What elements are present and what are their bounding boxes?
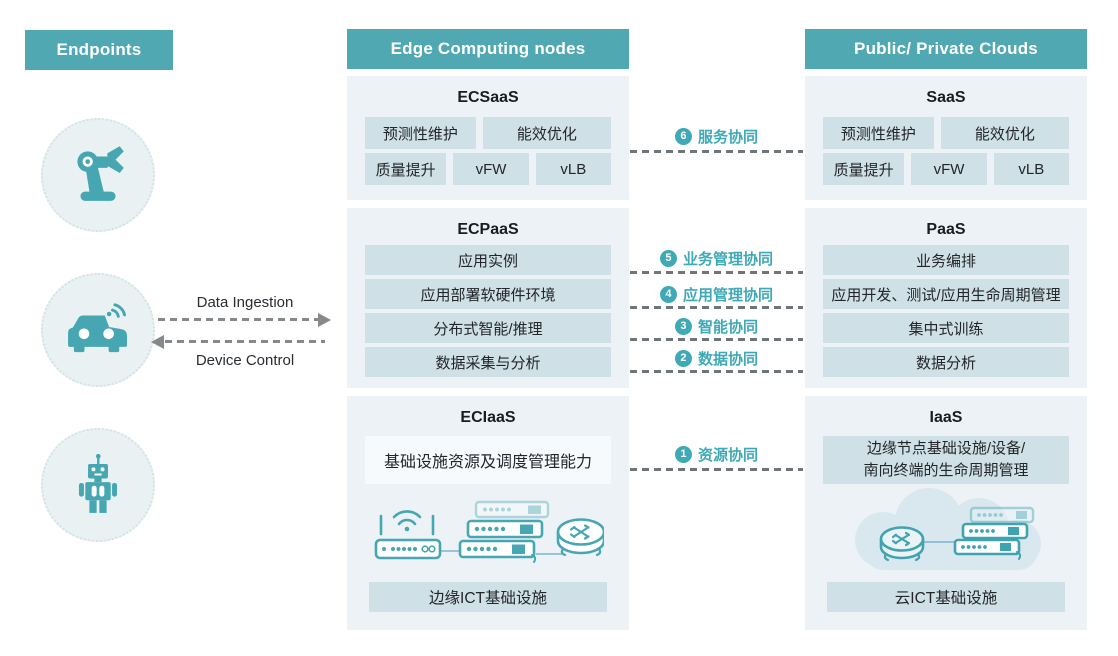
ecpaas-title: ECPaaS <box>457 221 519 238</box>
collab-dashed-line <box>630 338 803 341</box>
number-badge: 2 <box>674 349 692 367</box>
number-badge: 6 <box>674 127 692 145</box>
wifi-router-icon <box>374 510 442 560</box>
device-control-label: Device Control <box>195 352 295 369</box>
chip: 质量提升 <box>823 153 905 185</box>
iaas-capability-line2: 南向终端的生命周期管理 <box>863 462 1029 479</box>
column-header-edge-computing-nodes: Edge Computing nodes <box>347 29 629 69</box>
number-badge: 1 <box>674 445 692 463</box>
eciaas-title: ECIaaS <box>460 409 516 426</box>
collab-label: 数据协同 <box>697 350 758 368</box>
collab-data: 2 数据协同 <box>630 348 803 368</box>
paas-rows: 业务编排 应用开发、测试/应用生命周期管理 集中式训练 数据分析 <box>823 245 1069 381</box>
collab-dashed-line <box>630 150 803 153</box>
robot-arm-icon <box>65 140 131 211</box>
column-header-endpoints: Endpoints <box>25 30 173 70</box>
column-header-public-private-clouds: Public/ Private Clouds <box>805 29 1087 69</box>
collab-dashed-line <box>630 306 803 309</box>
collab-label: 智能协同 <box>697 318 758 336</box>
data-ingestion-arrow-line <box>158 318 318 321</box>
switch-stack-icon <box>953 506 1035 560</box>
ecsaas-chip-row-2: 质量提升 vFW vLB <box>365 153 611 185</box>
collab-service: 6 服务协同 <box>630 126 803 146</box>
saas-chip-row-2: 质量提升 vFW vLB <box>823 153 1069 185</box>
number-badge: 4 <box>659 285 677 303</box>
collab-business-mgmt: 5 业务管理协同 <box>630 248 803 268</box>
chip: 质量提升 <box>365 153 447 185</box>
eciaas-infra-label: 边缘ICT基础设施 <box>369 582 607 612</box>
collab-dashed-line <box>630 370 803 373</box>
iaas-capability-line1: 边缘节点基础设施/设备/ <box>866 440 1026 458</box>
layer-row: 集中式训练 <box>823 313 1069 343</box>
collab-dashed-line <box>630 468 803 471</box>
saas-title: SaaS <box>926 89 966 106</box>
paas-title: PaaS <box>926 221 966 238</box>
collab-label: 业务管理协同 <box>682 250 773 268</box>
arrow-left-icon <box>151 334 164 349</box>
section-ecpaas: ECPaaS 应用实例 应用部署软硬件环境 分布式智能/推理 数据采集与分析 <box>347 208 629 388</box>
chip: vFW <box>911 153 987 185</box>
chip: 预测性维护 <box>823 117 934 149</box>
chip: 预测性维护 <box>365 117 476 149</box>
cloud-network-art <box>831 484 1061 583</box>
collab-label: 资源协同 <box>697 446 758 464</box>
switch-stack-icon <box>458 500 550 563</box>
layer-row: 业务编排 <box>823 245 1069 275</box>
iaas-capability-box: 边缘节点基础设施/设备/ 南向终端的生命周期管理 <box>823 436 1069 484</box>
connected-car-icon <box>63 300 133 361</box>
arrow-right-icon <box>318 312 331 327</box>
collab-resource: 1 资源协同 <box>630 444 803 464</box>
data-ingestion-label: Data Ingestion <box>196 294 294 311</box>
chip: vLB <box>535 153 611 185</box>
iaas-infra-label: 云ICT基础设施 <box>827 582 1065 612</box>
collab-dashed-line <box>630 271 803 274</box>
router-icon <box>556 518 606 557</box>
chip: vLB <box>993 153 1069 185</box>
ecpaas-rows: 应用实例 应用部署软硬件环境 分布式智能/推理 数据采集与分析 <box>365 245 611 381</box>
section-ecsaas: ECSaaS 预测性维护 能效优化 质量提升 vFW vLB <box>347 76 629 200</box>
collab-label: 服务协同 <box>697 128 758 146</box>
endpoint-robot <box>41 428 155 542</box>
collab-app-mgmt: 4 应用管理协同 <box>630 284 803 304</box>
ecsaas-title: ECSaaS <box>457 89 519 106</box>
saas-chip-row-1: 预测性维护 能效优化 <box>823 117 1069 149</box>
chip: 能效优化 <box>482 117 611 149</box>
ecsaas-chip-row-1: 预测性维护 能效优化 <box>365 117 611 149</box>
section-saas: SaaS 预测性维护 能效优化 质量提升 vFW vLB <box>805 76 1087 200</box>
section-eciaas: ECIaaS 基础设施资源及调度管理能力 <box>347 396 629 630</box>
section-paas: PaaS 业务编排 应用开发、测试/应用生命周期管理 集中式训练 数据分析 <box>805 208 1087 388</box>
chip: vFW <box>453 153 529 185</box>
device-control-arrow-line <box>165 340 325 343</box>
section-iaas: IaaS 边缘节点基础设施/设备/ 南向终端的生命周期管理 <box>805 396 1087 630</box>
layer-row: 应用开发、测试/应用生命周期管理 <box>823 279 1069 309</box>
collab-label: 应用管理协同 <box>682 286 773 304</box>
layer-row: 应用实例 <box>365 245 611 275</box>
number-badge: 3 <box>674 317 692 335</box>
collab-intelligence: 3 智能协同 <box>630 316 803 336</box>
number-badge: 5 <box>659 249 677 267</box>
robot-icon <box>69 451 127 520</box>
chip: 能效优化 <box>940 117 1069 149</box>
layer-row: 数据分析 <box>823 347 1069 377</box>
endpoint-connected-car <box>41 273 155 387</box>
endpoint-robot-arm <box>41 118 155 232</box>
eciaas-capability-box: 基础设施资源及调度管理能力 <box>365 436 611 484</box>
iaas-title: IaaS <box>929 409 963 426</box>
layer-row: 分布式智能/推理 <box>365 313 611 343</box>
router-icon <box>879 526 925 562</box>
layer-row: 数据采集与分析 <box>365 347 611 377</box>
layer-row: 应用部署软硬件环境 <box>365 279 611 309</box>
edge-network-art <box>372 496 606 577</box>
